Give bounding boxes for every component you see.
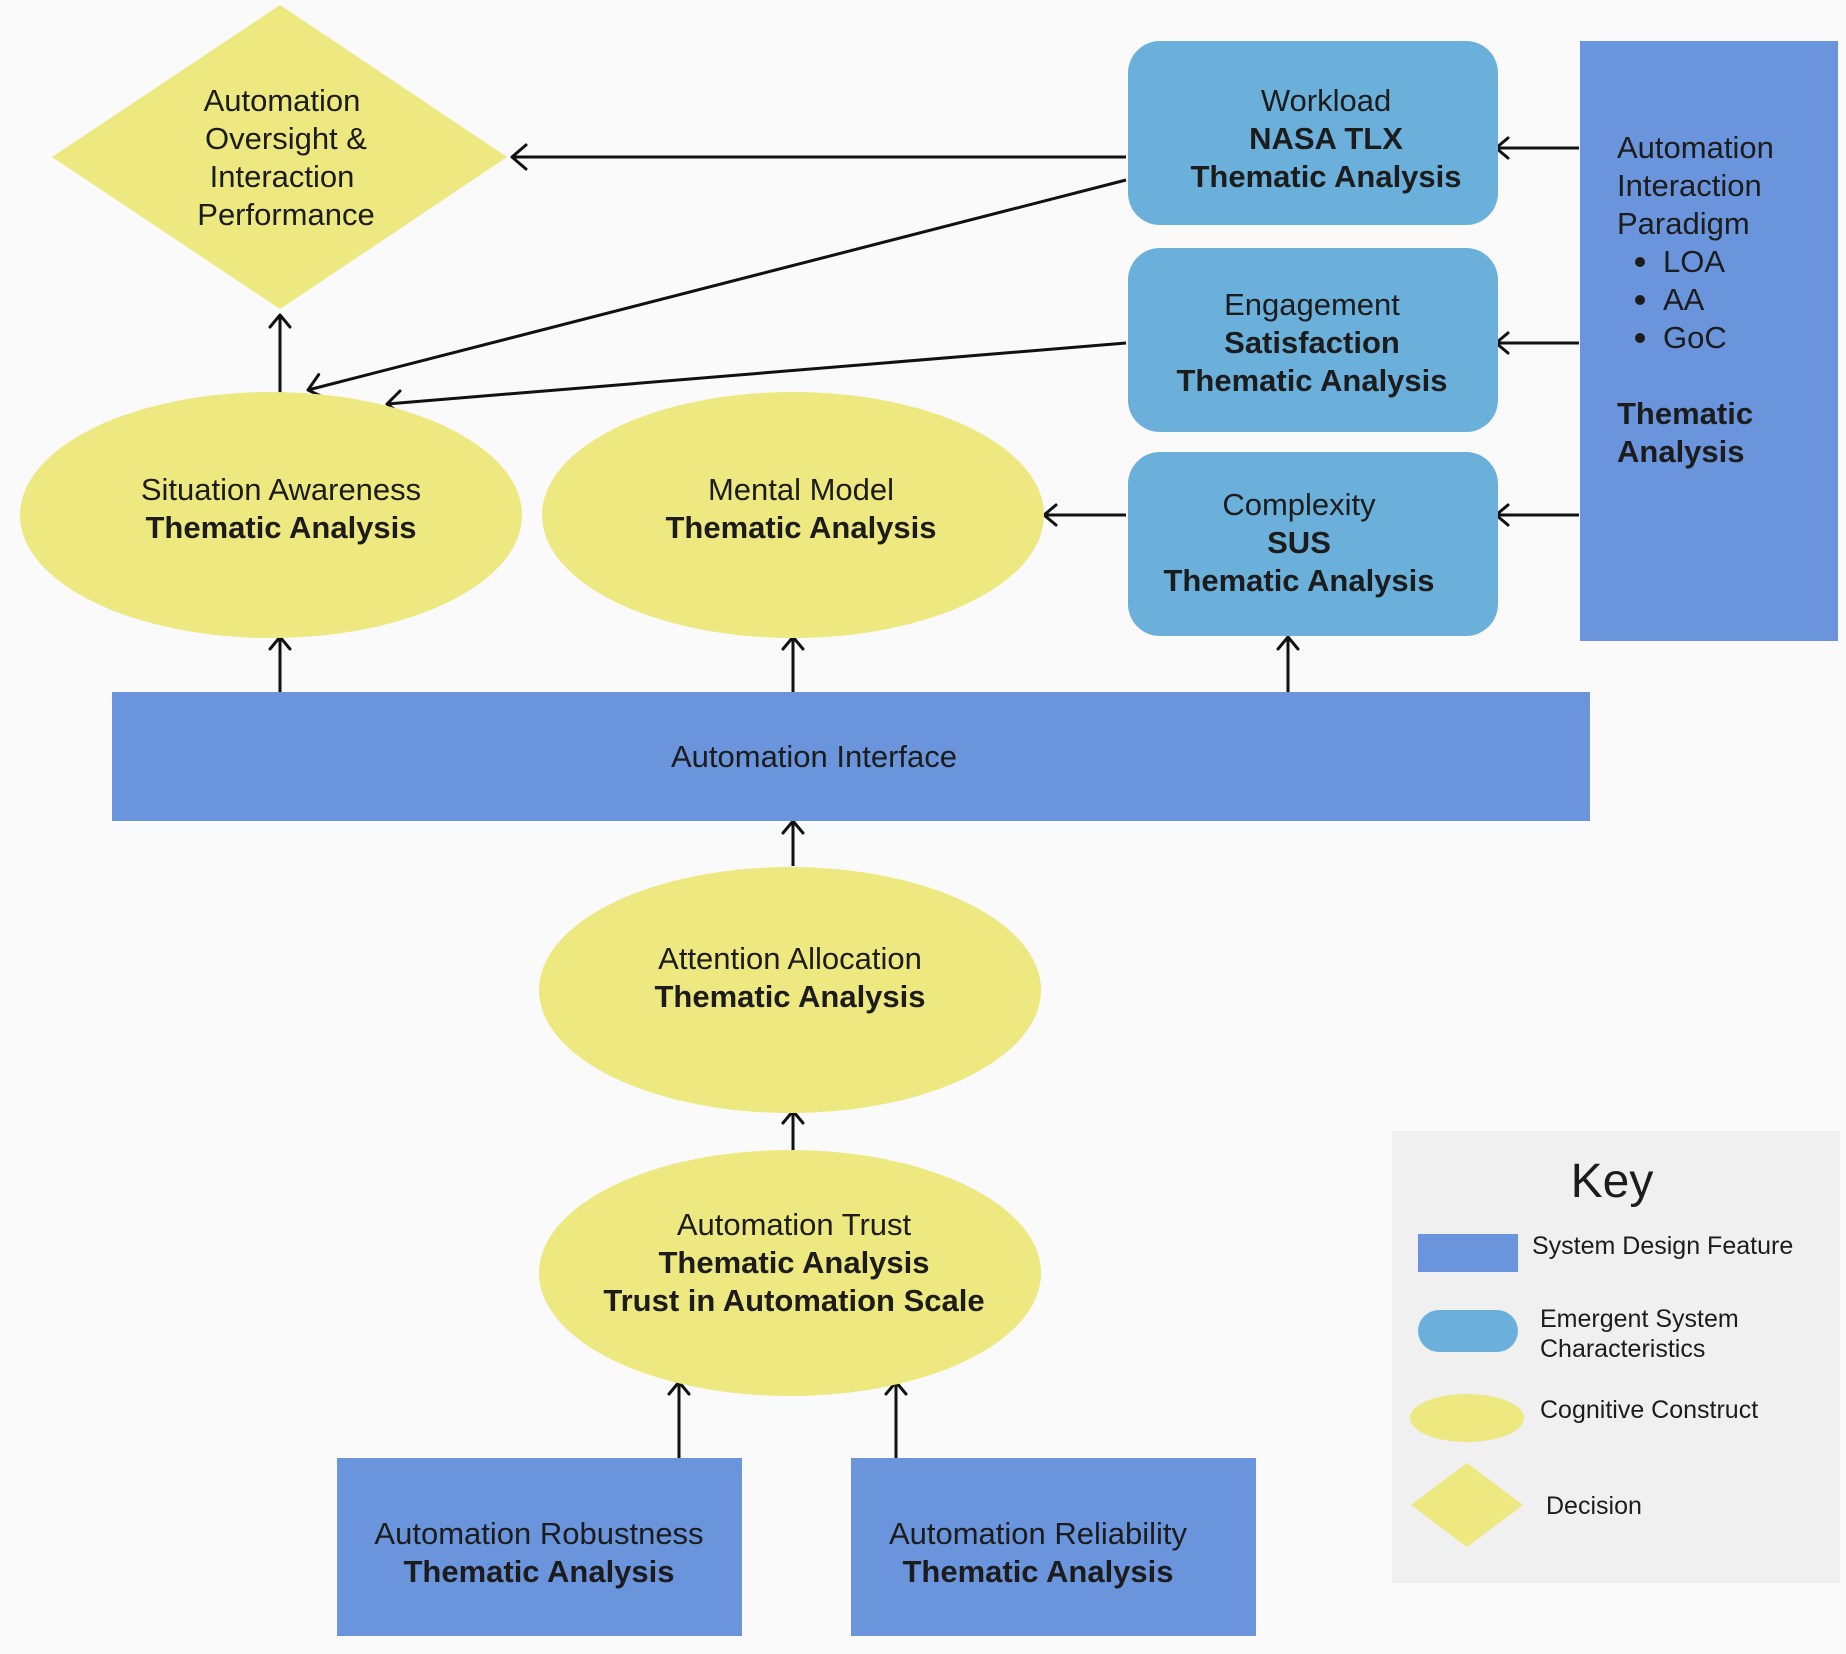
edge-attention-to-interface <box>781 819 805 866</box>
complexity-measure-2: Thematic Analysis <box>1163 563 1434 598</box>
complexity-measure-1: SUS <box>1267 525 1331 560</box>
reliability-node: Automation Reliability Thematic Analysis <box>851 1458 1256 1636</box>
key-label-decision: Decision <box>1546 1492 1642 1520</box>
interface-node: Automation Interface <box>112 692 1590 821</box>
edge-paradigm-to-workload <box>1494 136 1579 160</box>
decision-label-line-1: Automation <box>204 83 361 118</box>
robustness-rect-shape <box>337 1458 742 1636</box>
key-swatch-system-design-feature <box>1418 1234 1518 1272</box>
robustness-node: Automation Robustness Thematic Analysis <box>337 1458 742 1636</box>
paradigm-bullet-3: GoC <box>1663 320 1727 355</box>
edge-interface-to-situation-awareness <box>268 635 292 692</box>
key-legend: Key System Design Feature Emergent Syste… <box>1392 1131 1840 1583</box>
mental-model-node: Mental Model Thematic Analysis <box>542 392 1044 638</box>
trust-node: Automation Trust Thematic Analysis Trust… <box>539 1150 1041 1396</box>
decision-node: Automation Oversight & Interaction Perfo… <box>52 5 507 309</box>
engagement-node: Engagement Satisfaction Thematic Analysi… <box>1128 248 1498 432</box>
decision-label-line-4: Performance <box>197 197 374 232</box>
paradigm-line-1: Automation <box>1617 130 1774 165</box>
attention-ellipse-shape <box>539 867 1041 1113</box>
key-label-cognitive-construct: Cognitive Construct <box>1540 1396 1758 1424</box>
situation-awareness-node: Situation Awareness Thematic Analysis <box>20 392 522 638</box>
decision-label-line-3: Interaction <box>210 159 355 194</box>
paradigm-measure-line-1: Thematic <box>1617 396 1753 431</box>
engagement-title: Engagement <box>1224 287 1400 322</box>
attention-title: Attention Allocation <box>658 941 922 976</box>
reliability-measure: Thematic Analysis <box>902 1554 1173 1589</box>
key-swatch-emergent-characteristics <box>1418 1310 1518 1352</box>
attention-node: Attention Allocation Thematic Analysis <box>539 867 1041 1113</box>
trust-title: Automation Trust <box>677 1207 912 1242</box>
edge-workload-to-decision <box>510 143 1126 171</box>
bullet-dot-icon <box>1635 257 1645 267</box>
edge-complexity-to-mental-model <box>1042 503 1126 527</box>
situation-awareness-measure: Thematic Analysis <box>145 510 416 545</box>
paradigm-bullet-2: AA <box>1663 282 1705 317</box>
workload-pill-shape <box>1128 41 1498 225</box>
engagement-pill-shape <box>1128 248 1498 432</box>
situation-awareness-title: Situation Awareness <box>141 472 421 507</box>
decision-diamond-shape <box>52 5 507 309</box>
paradigm-measure-line-2: Analysis <box>1617 434 1745 469</box>
edge-workload-to-situation-awareness <box>306 178 1127 400</box>
edge-trust-to-attention <box>781 1109 805 1150</box>
edges <box>268 136 1579 1458</box>
edge-robustness-to-trust <box>667 1380 691 1458</box>
attention-measure: Thematic Analysis <box>654 979 925 1014</box>
engagement-measure-1: Satisfaction <box>1224 325 1400 360</box>
robustness-title: Automation Robustness <box>374 1516 703 1551</box>
workload-title: Workload <box>1261 83 1391 118</box>
bullet-dot-icon <box>1635 295 1645 305</box>
mental-model-measure: Thematic Analysis <box>665 510 936 545</box>
situation-awareness-ellipse-shape <box>20 392 522 638</box>
trust-measure-2: Trust in Automation Scale <box>603 1283 984 1318</box>
workload-node: Workload NASA TLX Thematic Analysis <box>1128 41 1498 225</box>
engagement-measure-2: Thematic Analysis <box>1176 363 1447 398</box>
mental-model-title: Mental Model <box>708 472 894 507</box>
workload-measure-1: NASA TLX <box>1249 121 1403 156</box>
edge-situation-awareness-to-decision <box>268 313 292 393</box>
key-swatch-cognitive-construct <box>1410 1394 1524 1442</box>
paradigm-rect-shape <box>1580 41 1838 641</box>
edge-interface-to-mental-model <box>781 635 805 692</box>
edge-paradigm-to-complexity <box>1494 503 1579 527</box>
reliability-rect-shape <box>851 1458 1256 1636</box>
edge-paradigm-to-engagement <box>1494 331 1579 355</box>
decision-label-line-2: Oversight & <box>205 121 367 156</box>
trust-measure-1: Thematic Analysis <box>658 1245 929 1280</box>
complexity-pill-shape <box>1128 452 1498 636</box>
paradigm-node: Automation Interaction Paradigm LOA AA G… <box>1580 41 1838 641</box>
interface-title: Automation Interface <box>671 739 957 774</box>
paradigm-bullet-1: LOA <box>1663 244 1725 279</box>
edge-reliability-to-trust <box>884 1380 908 1458</box>
key-label-emergent-line-2: Characteristics <box>1540 1335 1705 1363</box>
complexity-title: Complexity <box>1222 487 1376 522</box>
key-swatch-decision <box>1411 1463 1523 1547</box>
interface-rect-shape <box>112 692 1590 821</box>
edge-interface-to-complexity <box>1276 635 1300 692</box>
reliability-title: Automation Reliability <box>889 1516 1188 1551</box>
mental-model-ellipse-shape <box>542 392 1044 638</box>
key-label-system-design-feature: System Design Feature <box>1532 1232 1793 1260</box>
key-title: Key <box>1571 1155 1654 1208</box>
complexity-node: Complexity SUS Thematic Analysis <box>1128 452 1498 636</box>
workload-measure-2: Thematic Analysis <box>1190 159 1461 194</box>
key-label-emergent-line-1: Emergent System <box>1540 1305 1739 1333</box>
bullet-dot-icon <box>1635 333 1645 343</box>
trust-ellipse-shape <box>539 1150 1041 1396</box>
paradigm-line-3: Paradigm <box>1617 206 1750 241</box>
robustness-measure: Thematic Analysis <box>403 1554 674 1589</box>
paradigm-line-2: Interaction <box>1617 168 1762 203</box>
